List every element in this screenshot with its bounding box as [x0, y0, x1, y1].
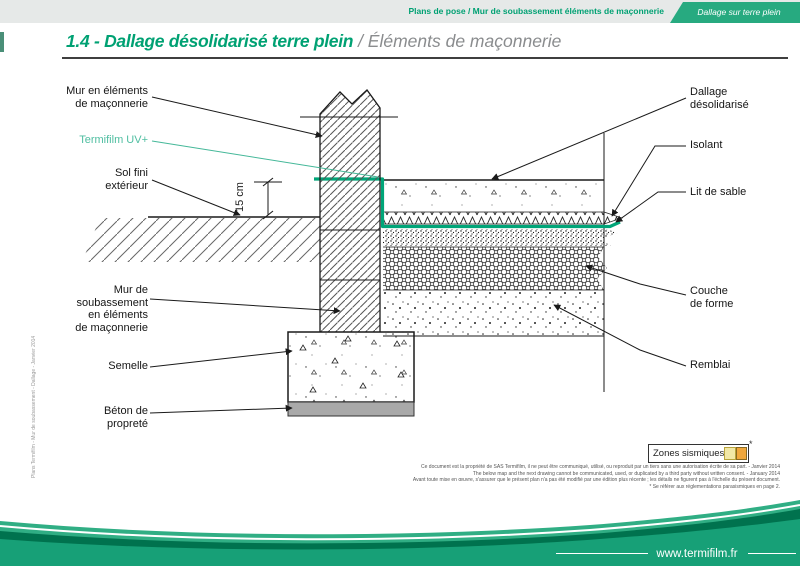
label-beton-proprete: Béton de propreté — [103, 405, 148, 430]
dimension-label: 15 cm — [234, 182, 246, 212]
seismic-footnote-marker: * — [749, 439, 753, 449]
seismic-zone-swatch-1 — [724, 447, 736, 460]
seismic-zone-swatch-2 — [735, 447, 747, 460]
header-bar: Plans de pose / Mur de soubassement élém… — [0, 0, 800, 23]
blinding-concrete — [287, 401, 415, 417]
label-couche-de-forme: Couche de forme — [690, 285, 734, 310]
page-title: 1.4 - Dallage désolidarisé terre plein /… — [66, 31, 561, 52]
layer-isolant — [383, 212, 604, 224]
legal-line-2: The below map and the next drawing canno… — [472, 470, 780, 477]
layer-couche-de-forme — [383, 247, 607, 290]
floor-layers — [383, 133, 624, 392]
label-mur-en-elements: Mur en éléments de maçonnerie — [66, 85, 148, 110]
footing — [287, 331, 415, 417]
title-underline — [62, 57, 788, 59]
title-secondary: Éléments de maçonnerie — [367, 31, 562, 51]
label-isolant: Isolant — [690, 139, 723, 151]
label-lit-de-sable: Lit de sable — [690, 186, 747, 198]
layer-remblai — [383, 290, 604, 336]
label-remblai: Remblai — [690, 359, 731, 371]
tab-dallage-terre-plein[interactable]: Dallage sur terre plein — [670, 2, 800, 23]
side-reference-text: Plans Termifilm - Mur de soubassement - … — [31, 335, 37, 478]
footer-url[interactable]: www.termifilm.fr — [655, 548, 737, 560]
page-edge-mark — [0, 32, 4, 52]
label-sol-fini: Sol fini extérieur — [105, 167, 148, 192]
footer-swoosh: www.termifilm.fr — [0, 500, 800, 566]
technical-drawing — [82, 89, 687, 417]
wall — [300, 89, 398, 332]
title-primary: 1.4 - Dallage désolidarisé terre plein — [66, 31, 354, 51]
layer-dallage — [383, 180, 604, 212]
legal-notice: Ce document est la propriété de SAS Term… — [220, 464, 780, 490]
seismic-zones-label: Zones sismiques — [653, 448, 725, 459]
breadcrumb: Plans de pose / Mur de soubassement élém… — [408, 6, 664, 16]
label-termifilm-uv: Termifilm UV+ — [79, 134, 148, 146]
tab-label: Dallage sur terre plein — [697, 7, 781, 17]
label-dallage-desolidarise: Dallage désolidarisé — [690, 86, 749, 111]
leader-lines — [149, 96, 687, 414]
label-mur-soubassement: Mur de soubassement en éléments de maçon… — [75, 284, 148, 334]
dimension-15cm — [254, 177, 282, 220]
exterior-ground — [82, 216, 320, 262]
layer-lit-de-sable — [383, 229, 618, 246]
legal-line-3: Avant toute mise en œuvre, s'assurer que… — [412, 477, 780, 483]
label-semelle: Semelle — [108, 360, 148, 372]
legal-line-4: * Se référer aux réglementations parasis… — [649, 483, 780, 490]
title-separator: / — [353, 31, 368, 51]
seismic-zones-badge: Zones sismiques — [648, 444, 749, 463]
legal-line-1: Ce document est la propriété de SAS Term… — [421, 464, 780, 470]
